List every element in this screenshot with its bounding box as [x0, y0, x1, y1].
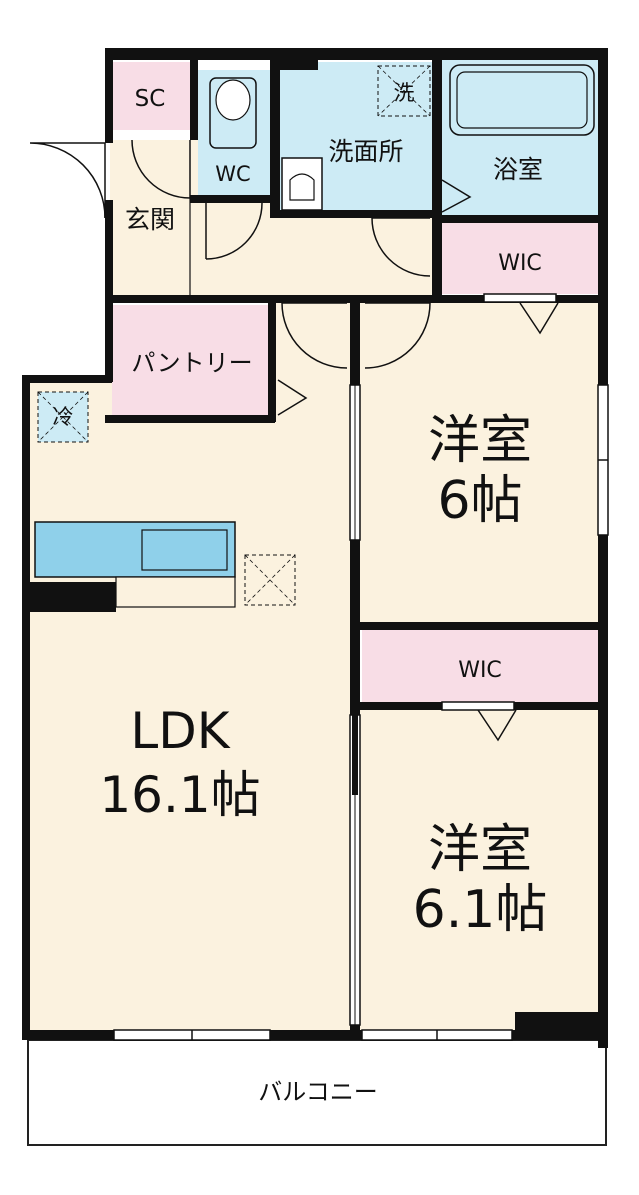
washroom-label: 洗面所 — [328, 137, 403, 166]
sc-label: SC — [135, 86, 166, 112]
washer-label: 洗 — [394, 81, 415, 105]
ldk-name: LDK — [130, 702, 230, 760]
wic-upper-area — [440, 222, 600, 294]
bedroom2-floor — [358, 705, 603, 1035]
entrance-label: 玄関 — [125, 205, 175, 234]
bathtub — [449, 64, 595, 136]
bath-label: 浴室 — [493, 155, 543, 184]
bedroom1-name: 洋室 — [428, 411, 532, 471]
bedroom2-name: 洋室 — [428, 820, 532, 880]
bedroom2-size: 6.1帖 — [413, 880, 548, 940]
sc-area — [110, 62, 190, 130]
pantry-label: パントリー — [131, 349, 252, 377]
ldk-floor — [28, 380, 358, 1035]
bedroom1-floor — [358, 300, 603, 625]
ldk-size: 16.1帖 — [99, 766, 260, 824]
wic-lower-area — [362, 630, 602, 702]
doors — [29, 139, 559, 742]
balcony-area — [27, 1039, 607, 1146]
wc-label: WC — [215, 162, 250, 186]
pantry-area — [112, 305, 272, 417]
wash-basin — [281, 157, 323, 211]
hall-floor — [275, 300, 355, 390]
bedroom1-size: 6帖 — [437, 471, 522, 531]
fixtures — [34, 64, 595, 608]
wic-lower-label: WIC — [458, 658, 502, 683]
balcony-label: バルコニー — [258, 1078, 378, 1106]
windows — [113, 293, 609, 1041]
wic-upper-label: WIC — [498, 251, 542, 276]
fridge-label: 冷 — [53, 405, 74, 429]
